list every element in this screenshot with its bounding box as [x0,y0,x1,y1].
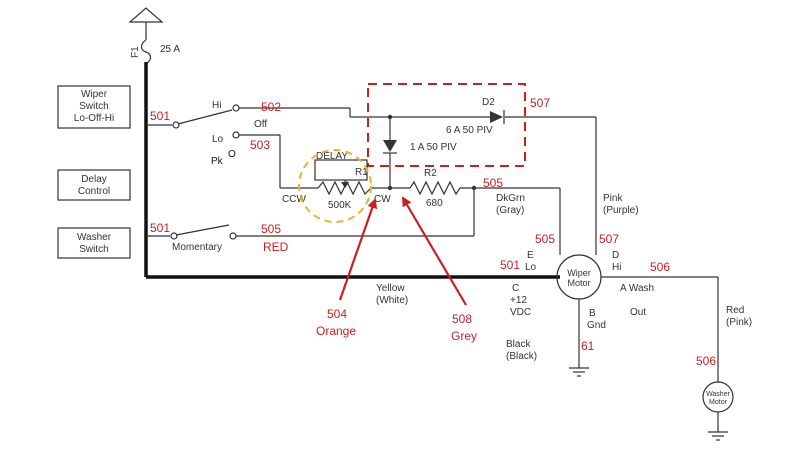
d2-rating-label: 6 A 50 PIV [446,125,493,136]
o-mark: O [228,149,236,160]
wire-505-r2: 505 [483,176,503,190]
wiper-switch-box: Wiper Switch Lo-Off-Hi [57,85,131,129]
pin-b-label: B [589,308,596,319]
red-label: Red [726,305,744,316]
pin-d-label: D [612,250,619,261]
hi-wire [239,107,597,255]
wiper-switch-label-1: Wiper [81,89,108,100]
delay-label: DELAY [316,151,348,162]
arrow-508 [401,196,467,306]
delay-control-label-2: Control [78,186,110,197]
pin-c-label: C [512,283,519,294]
pin-a-wash-label: A Wash [620,283,654,294]
wire-501-washer: 501 [150,221,170,235]
purple-label: (Purple) [603,205,639,216]
white-label: (White) [376,295,408,306]
pk-mark: Pk [211,156,224,167]
red-arrows [338,196,467,306]
momentary-label: Momentary [172,242,222,253]
yellow-label: Yellow [376,283,405,294]
r2-label: R2 [424,168,437,179]
ground-symbol-washer-motor [708,431,728,441]
wire-507-motor: 507 [599,232,619,246]
hi-label: Hi [212,100,221,111]
diode-d1: 1 A 50 PIV [383,114,457,191]
wiper-motor-label-1: Wiper [567,268,591,278]
black-label: Black [506,339,531,350]
washer-switch-label-1: Washer [77,232,112,243]
ground-symbol-wiper-motor [569,367,589,377]
fuse-name-label: F1 [130,46,141,58]
pin-e-label: E [527,250,534,261]
washer-switch: Momentary [146,188,475,253]
d2-label: D2 [482,97,495,108]
out-label: Out [630,307,646,318]
wiper-switch-label-2: Switch [79,101,108,112]
wire-505-motor: 505 [535,232,555,246]
vdc-label: VDC [510,307,531,318]
resistor-r2: R2 680 [390,168,561,255]
arrow-504 [338,198,378,301]
pink-paren-label: (Pink) [726,317,752,328]
r1-label: R1 [355,167,368,178]
d1-rating-label: 1 A 50 PIV [410,142,457,153]
wire-505-washer: 505 [261,222,281,236]
wire-503: 503 [250,138,270,152]
power-source-symbol [128,7,164,40]
wiper-motor: Wiper Motor [556,254,602,300]
resistor-r1: DELAY R1 CCW 500K CW [282,151,391,211]
pin-e-lo-label: Lo [525,262,537,273]
r1-value-label: 500K [328,200,352,211]
wire-61: 61 [581,339,595,353]
pink-label: Pink [603,193,623,204]
washer-switch-box: Washer Switch [57,227,131,259]
delay-control-label-1: Delay [81,174,107,185]
off-label: Off [254,119,267,130]
r2-value-label: 680 [426,198,443,209]
fuse-rating-label: 25 A [160,44,180,55]
diode-d2: D2 6 A 50 PIV [446,97,505,136]
red-word: RED [263,240,289,254]
wire-507-d2: 507 [530,96,550,110]
plus12-label: +12 [510,295,527,306]
wiper-switch: Hi Off Lo O Pk [146,100,267,167]
red-annotations: 501 502 503 501 505 RED 505 507 505 507 … [150,96,716,368]
ccw-label: CCW [282,194,306,205]
delay-highlight-circle [298,149,372,223]
diode-highlight-box [367,83,526,167]
wire-501-motor: 501 [500,258,520,272]
wire-501-switch: 501 [150,109,170,123]
wire-502: 502 [261,100,281,114]
black-paren-label: (Black) [506,351,537,362]
washer-switch-label-2: Switch [79,244,108,255]
wire-508: 508 [452,312,472,326]
washer-motor-label-1: Washer [706,391,731,398]
wire-506-motor: 506 [650,260,670,274]
gray-label: (Gray) [496,205,524,216]
wire-504: 504 [327,307,347,321]
washer-motor-label-2: Motor [709,399,728,406]
main-bus [144,62,560,279]
pin-d-hi-label: Hi [612,262,621,273]
wire-506-washer-motor: 506 [696,354,716,368]
gnd-label: Gnd [587,320,606,331]
motor-wires [578,276,719,382]
fuse-f1: F1 25 A [130,39,180,65]
lo-label: Lo [212,134,224,145]
grey-label: Grey [451,329,477,343]
wiper-switch-label-3: Lo-Off-Hi [74,113,114,124]
cw-label: CW [374,194,391,205]
delay-control-box: Delay Control [57,169,131,201]
dkgrn-label: DkGrn [496,193,525,204]
orange-label: Orange [316,324,356,338]
washer-motor: Washer Motor [702,381,734,432]
wiper-motor-label-2: Motor [567,278,590,288]
